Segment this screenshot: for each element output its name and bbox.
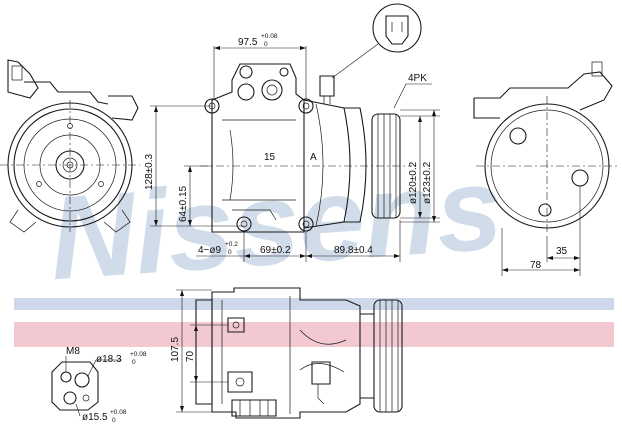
rear-view: 78 35 — [473, 61, 620, 276]
bottom-view: 107.5 70 — [170, 287, 403, 419]
dim-97-5-tol-low: 0 — [264, 41, 268, 48]
center-mark-left: 15 — [264, 152, 276, 163]
watermark-text: Nissens — [46, 142, 507, 305]
dim-35: 35 — [556, 246, 568, 257]
dim-port-15-5-tol-low: 0 — [112, 417, 116, 424]
dim-97-5-tol-up: +0.08 — [261, 33, 278, 40]
front-view — [0, 59, 140, 233]
side-view: 15 A — [200, 3, 422, 233]
dim-70: 70 — [185, 350, 196, 362]
center-mark-right: A — [310, 152, 317, 163]
dim-dia-120: ø120±0.2 — [408, 161, 419, 204]
dim-107-5: 107.5 — [170, 337, 181, 362]
dim-hole: 4−ø9 — [198, 245, 222, 256]
dim-69: 69±0.2 — [260, 245, 291, 256]
dim-hole-tol-low: 0 — [228, 249, 232, 256]
dim-port-15-5: ø15.5 — [82, 412, 108, 423]
dim-78: 78 — [530, 260, 542, 271]
port-flange: M8 ø18.3 +0.08 0 ø15.5 +0.08 0 — [51, 346, 147, 424]
bolt-label: M8 — [66, 346, 80, 357]
dim-port-15-5-tol-up: +0.08 — [110, 409, 127, 416]
dim-port-18-3: ø18.3 — [96, 354, 122, 365]
side-view-dimensions: 97.5 +0.08 0 128±0.3 64±0.15 69±0.2 89.8… — [144, 33, 440, 262]
dim-dia-123: ø123±0.2 — [422, 161, 433, 204]
belt-label: 4PK — [408, 73, 427, 84]
watermark: Nissens — [46, 142, 507, 305]
dim-97-5: 97.5 — [238, 37, 258, 48]
stripe-blue — [14, 298, 614, 310]
dim-port-18-3-tol-up: +0.08 — [130, 351, 147, 358]
dim-89-8: 89.8±0.4 — [334, 245, 373, 256]
dim-hole-tol-up: +0.2 — [225, 241, 238, 248]
dim-128: 128±0.3 — [144, 153, 155, 190]
stripe-red — [14, 322, 614, 347]
dim-port-18-3-tol-low: 0 — [132, 359, 136, 366]
dim-64: 64±0.15 — [178, 185, 189, 222]
